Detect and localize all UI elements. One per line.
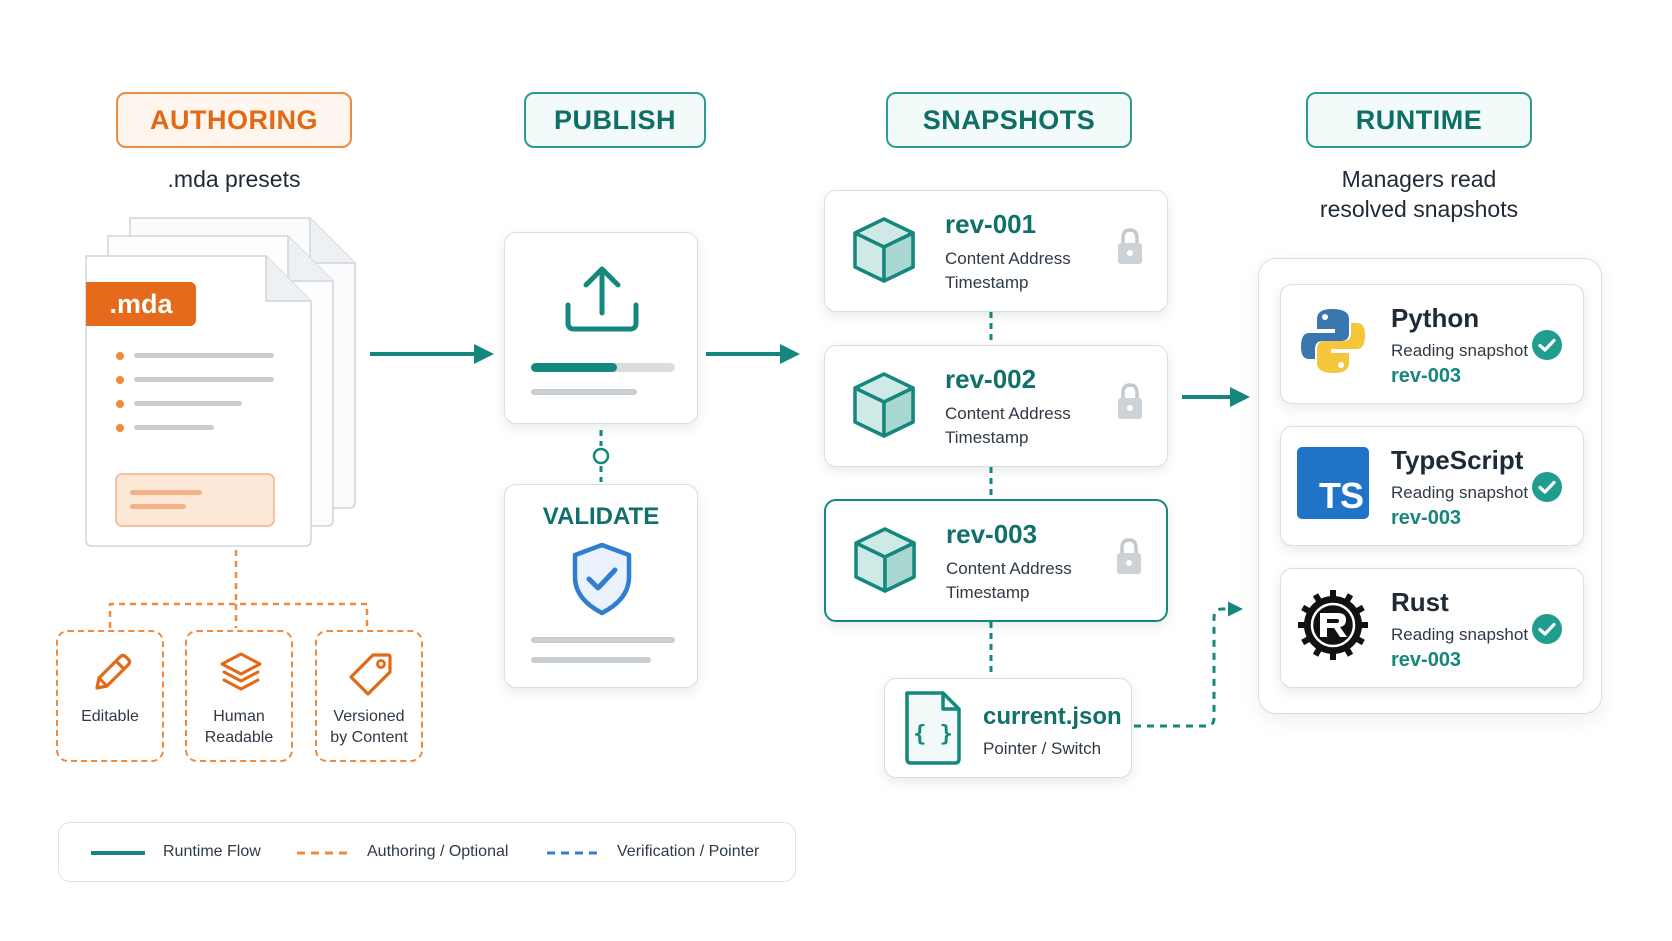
manager-status: Reading snapshot <box>1391 483 1529 502</box>
revision-content-address: Content Address <box>945 249 1071 268</box>
revision-timestamp: Timestamp <box>946 583 1030 602</box>
stage-label-authoring: AUTHORING <box>116 92 352 148</box>
svg-text:{ }: { } <box>913 722 953 747</box>
pointer-caption: Pointer / Switch <box>983 739 1102 758</box>
manager-name: Python <box>1391 303 1480 333</box>
legend-authoring-optional: Authoring / Optional <box>367 843 509 860</box>
authoring-branch-link <box>108 550 369 628</box>
publish-progress-fill <box>531 363 618 372</box>
validate-card: VALIDATE <box>504 484 698 688</box>
cube-icon <box>853 217 915 283</box>
feature-versioned: Versioned by Content <box>315 630 423 762</box>
feature-editable-label: Editable <box>58 706 162 727</box>
manager-status: Reading snapshot <box>1391 625 1529 644</box>
feature-human-readable-label: Human Readable <box>187 706 291 748</box>
feature-label-line1: Human <box>213 708 265 725</box>
manager-status: Reading snapshot <box>1391 341 1529 360</box>
manager-name: Rust <box>1391 587 1449 617</box>
manager-card-rust[interactable]: Rust Reading snapshot rev-003 <box>1280 568 1584 688</box>
feature-human-readable: Human Readable <box>185 630 293 762</box>
legend-verification-pointer: Verification / Pointer <box>617 843 760 860</box>
feature-editable: Editable <box>56 630 164 762</box>
feature-label-line2: by Content <box>330 729 408 746</box>
json-file-icon: { } <box>905 691 961 765</box>
pointer-to-runtime-link <box>1134 601 1243 728</box>
legend-blue-dashed-line <box>547 851 601 855</box>
revision-timestamp: Timestamp <box>945 273 1029 292</box>
revision-timestamp: Timestamp <box>945 428 1029 447</box>
publish-card <box>504 232 698 424</box>
cube-icon <box>854 527 916 593</box>
feature-label-line1: Editable <box>81 708 139 725</box>
pencil-icon <box>95 653 132 690</box>
manager-revision: rev-003 <box>1391 365 1462 387</box>
manager-card-python[interactable]: Python Reading snapshot rev-003 <box>1280 284 1584 404</box>
typescript-logo-icon: TS <box>1297 447 1369 519</box>
lock-icon <box>1118 228 1142 264</box>
rust-logo-icon <box>1298 590 1368 660</box>
lock-icon <box>1118 383 1142 419</box>
legend-solid-line <box>91 851 145 855</box>
snapshot-card-rev-001[interactable]: rev-001 Content Address Timestamp <box>824 190 1168 312</box>
mda-file-stack-icon <box>85 217 356 547</box>
revision-id: rev-001 <box>945 209 1037 239</box>
stage-label-snapshots: SNAPSHOTS <box>886 92 1132 148</box>
check-circle-icon <box>1532 614 1562 644</box>
runtime-subtitle-line2: resolved snapshots <box>1319 196 1519 222</box>
manager-revision: rev-003 <box>1391 649 1462 671</box>
validate-text-line-1 <box>531 637 675 643</box>
shield-check-icon <box>572 542 632 616</box>
legend-runtime-flow: Runtime Flow <box>163 843 261 860</box>
stage-label-publish: PUBLISH <box>524 92 706 148</box>
revision-id: rev-003 <box>946 519 1038 549</box>
pointer-card[interactable]: { } current.json Pointer / Switch <box>884 678 1132 778</box>
layers-icon <box>220 652 262 691</box>
mda-file-tag: .mda <box>86 282 196 326</box>
upload-icon <box>565 266 639 332</box>
python-logo-icon <box>1301 309 1365 373</box>
lock-icon <box>1117 538 1141 574</box>
feature-label-line1: Versioned <box>333 708 405 725</box>
authoring-subtitle: .mda presets <box>167 166 301 192</box>
manager-name: TypeScript <box>1391 445 1524 475</box>
check-circle-icon <box>1532 472 1562 502</box>
publish-validate-node <box>592 447 610 465</box>
manager-card-typescript[interactable]: TS TypeScript Reading snapshot rev-003 <box>1280 426 1584 546</box>
revision-id: rev-002 <box>945 364 1037 394</box>
manager-revision: rev-003 <box>1391 507 1462 529</box>
stage-label-runtime: RUNTIME <box>1306 92 1532 148</box>
mda-file-tag-label: .mda <box>109 288 173 319</box>
revision-content-address: Content Address <box>945 404 1071 423</box>
runtime-subtitle-line1: Managers read <box>1341 166 1497 192</box>
legend-orange-dashed-line <box>297 851 351 855</box>
snapshot-card-rev-003[interactable]: rev-003 Content Address Timestamp <box>824 499 1168 622</box>
validate-title: VALIDATE <box>542 503 660 530</box>
publish-progress-track <box>531 363 675 372</box>
revision-content-address: Content Address <box>946 559 1072 578</box>
tag-icon <box>349 653 392 696</box>
legend: Runtime Flow Authoring / Optional Verifi… <box>58 822 796 882</box>
cube-icon <box>853 372 915 438</box>
runtime-subtitle: Managers read resolved snapshots <box>1276 164 1562 224</box>
feature-versioned-label: Versioned by Content <box>317 706 421 748</box>
publish-text-line <box>531 389 637 395</box>
snapshot-card-rev-002[interactable]: rev-002 Content Address Timestamp <box>824 345 1168 467</box>
validate-text-line-2 <box>531 657 651 663</box>
pointer-file-name: current.json <box>983 703 1122 730</box>
feature-label-line2: Readable <box>204 729 274 746</box>
typescript-logo-label: TS <box>1318 475 1364 516</box>
check-circle-icon <box>1532 330 1562 360</box>
